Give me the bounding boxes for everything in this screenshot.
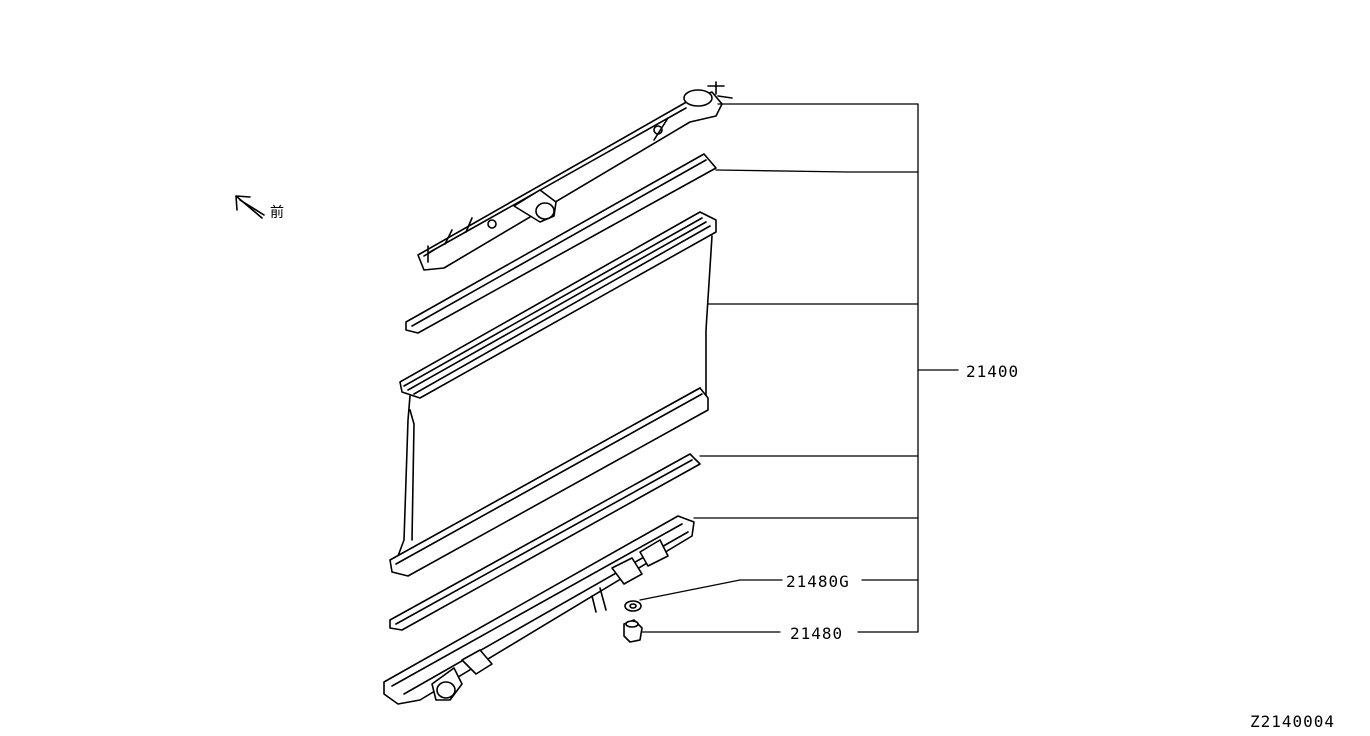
part-label-21480g: 21480G	[786, 572, 850, 591]
front-direction-arrow-icon	[235, 195, 265, 219]
lower-radiator-tank	[383, 515, 695, 705]
drain-plug	[623, 619, 643, 643]
part-label-21480: 21480	[790, 624, 844, 643]
leader-lines	[639, 103, 959, 633]
front-mark: 前	[270, 205, 284, 221]
upper-radiator-tank	[417, 81, 733, 271]
lower-seal	[389, 453, 701, 631]
drain-washer	[624, 600, 642, 612]
part-label-21400: 21400	[966, 362, 1020, 381]
radiator-core	[389, 211, 717, 577]
upper-seal	[405, 153, 717, 334]
diagram-code: Z2140004	[1250, 712, 1336, 731]
